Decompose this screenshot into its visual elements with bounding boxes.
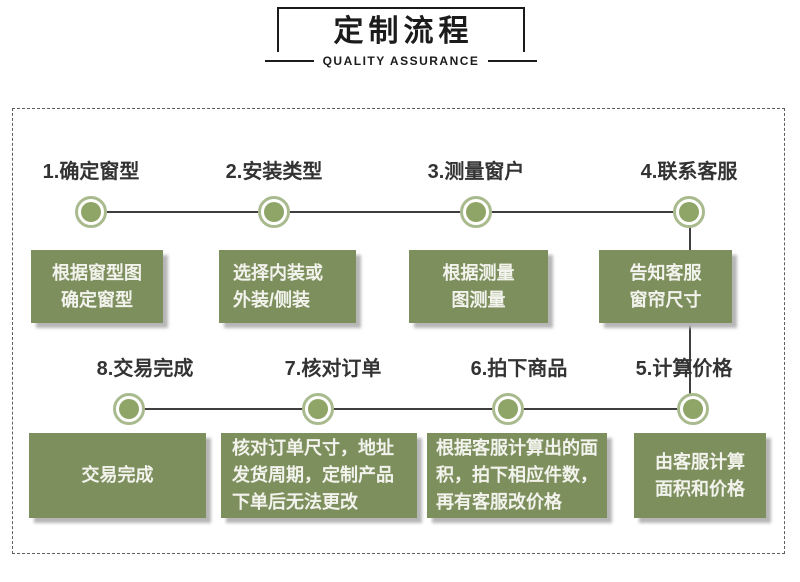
step-1-description-box: 根据窗型图 确定窗型 [31, 250, 163, 323]
step-7-label: 7.核对订单 [284, 358, 382, 380]
step-2-label: 2.安装类型 [225, 161, 323, 183]
title-box: 定制流程 [277, 7, 525, 55]
step-1-label: 1.确定窗型 [42, 161, 140, 183]
step-8-label: 8.交易完成 [96, 358, 194, 380]
step-8-node-icon [113, 393, 145, 425]
step-6-description-line: 积，拍下相应件数， [436, 465, 598, 485]
step-5-description-box: 由客服计算 面积和价格 [634, 433, 766, 518]
subtitle: QUALITY ASSURANCE [322, 54, 480, 68]
step-1-node-dot [81, 202, 101, 222]
step-5-node-dot [683, 399, 703, 419]
step-2-description-line: 选择内装或 [233, 262, 323, 283]
step-7-description-line: 核对订单尺寸，地址 [232, 438, 394, 458]
step-3-node-icon [460, 196, 492, 228]
step-6-description-line: 再有客服改价格 [436, 492, 562, 512]
step-6-description-box: 根据客服计算出的面 积，拍下相应件数， 再有客服改价格 [427, 433, 607, 518]
step-3-description-box: 根据测量 图测量 [409, 250, 548, 323]
step-1-node-icon [75, 196, 107, 228]
subtitle-line-left [264, 60, 314, 62]
step-6-node-icon [492, 393, 524, 425]
step-4-label: 4.联系客服 [640, 161, 738, 183]
step-8-description-line: 交易完成 [81, 465, 154, 485]
step-7-node-dot [308, 399, 328, 419]
step-6-label: 6.拍下商品 [470, 358, 568, 380]
step-3-node-dot [466, 202, 486, 222]
step-2-description-box: 选择内装或 外装/侧装 [219, 250, 356, 323]
step-5-description-line: 由客服计算 [655, 451, 745, 472]
step-7-description-line: 发货周期，定制产品 [232, 465, 394, 485]
step-2-node-dot [264, 202, 284, 222]
step-3-description-line: 根据测量 [442, 262, 515, 283]
step-1-description-line: 确定窗型 [61, 289, 133, 310]
step-4-description-line: 告知客服 [629, 262, 702, 283]
step-7-description-box: 核对订单尺寸，地址 发货周期，定制产品 下单后无法更改 [221, 433, 417, 518]
step-5-label: 5.计算价格 [635, 358, 733, 380]
step-7-node-icon [302, 393, 334, 425]
step-6-description-line: 根据客服计算出的面 [436, 438, 598, 458]
step-1-description-line: 根据窗型图 [52, 262, 142, 283]
step-4-node-dot [679, 202, 699, 222]
flow-line-row2 [129, 408, 693, 410]
step-6-node-dot [498, 399, 518, 419]
flow-container: 1.确定窗型 2.安装类型 3.测量窗户 4.联系客服 根据窗型图 确定窗型 选… [12, 108, 785, 554]
page-title: 定制流程 [333, 15, 474, 48]
step-4-description-line: 窗帘尺寸 [629, 289, 702, 310]
subtitle-line-right [488, 60, 538, 62]
step-7-description-line: 下单后无法更改 [232, 492, 358, 512]
step-4-description-box: 告知客服 窗帘尺寸 [599, 250, 732, 323]
step-5-node-icon [677, 393, 709, 425]
step-8-description-box: 交易完成 [29, 433, 206, 518]
step-3-description-line: 图测量 [451, 289, 506, 310]
step-2-node-icon [258, 196, 290, 228]
step-3-label: 3.测量窗户 [427, 161, 525, 183]
step-2-description-line: 外装/侧装 [233, 289, 311, 310]
step-4-node-icon [673, 196, 705, 228]
flow-line-row1 [91, 211, 689, 213]
step-5-description-line: 面积和价格 [655, 478, 745, 499]
step-8-node-dot [119, 399, 139, 419]
subtitle-row: QUALITY ASSURANCE [262, 52, 540, 70]
